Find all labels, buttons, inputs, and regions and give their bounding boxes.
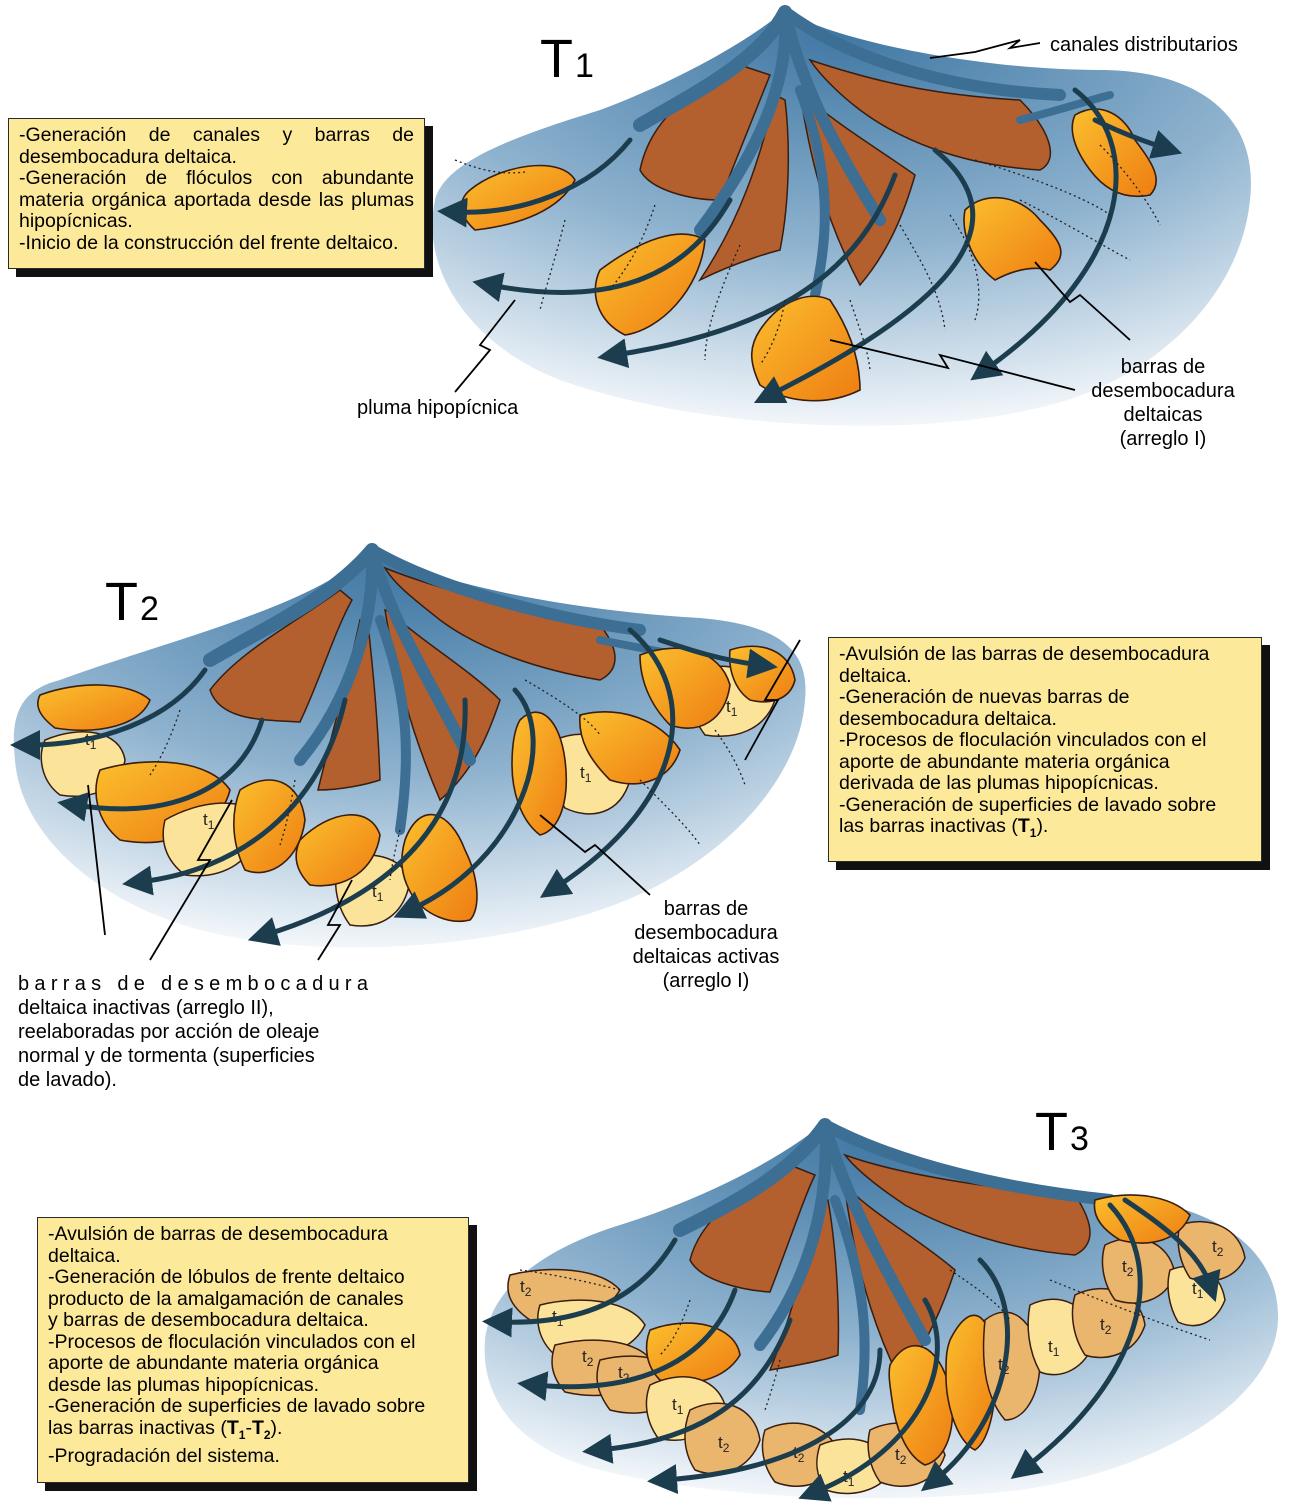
svg-text:de lavado).: de lavado). (18, 1069, 117, 1091)
svg-text:deltaica inactivas (arreglo II: deltaica inactivas (arreglo II), (18, 997, 274, 1019)
panel-t1: T1 canales distributarios pluma hipopícn… (357, 10, 1251, 450)
svg-text:(arreglo I): (arreglo I) (1120, 428, 1207, 450)
label-active-bars-t2: barras de desembocadura deltaicas activa… (633, 898, 780, 992)
svg-text:barras de: barras de (664, 898, 749, 920)
panel-t3: t2 t1 t2 t2 t1 t2 t2 t1 t2 t2 t1 t2 t2 t… (485, 1102, 1278, 1498)
svg-text:reelaboradas por acción de ole: reelaboradas por acción de oleaje (18, 1021, 319, 1043)
leader-line (930, 40, 1040, 58)
svg-text:desembocadura: desembocadura (634, 922, 778, 944)
svg-text:barras de: barras de (1121, 356, 1206, 378)
panel-t2: t1 t1 t1 t1 t1 T2 (14, 548, 806, 1091)
note-t3: -Avulsión de barras de desembocadura del… (37, 1217, 469, 1483)
svg-text:normal y de tormenta (superfic: normal y de tormenta (superficies (18, 1045, 315, 1067)
label-pluma-hipopicnica: pluma hipopícnica (357, 397, 519, 419)
svg-text:barras de desembocadura: barras de desembocadura (18, 973, 369, 995)
panel-title-t3: T3 (1035, 1102, 1089, 1162)
note-t2: -Avulsión de las barras de desembocadura… (828, 637, 1262, 862)
svg-text:(arreglo I): (arreglo I) (663, 970, 750, 992)
svg-text:desembocadura: desembocadura (1091, 380, 1235, 402)
svg-text:deltaicas: deltaicas (1124, 404, 1203, 426)
svg-text:deltaicas activas: deltaicas activas (633, 946, 780, 968)
panel-title-t2: T2 (105, 572, 159, 632)
note-t1: -Generación de canales y barras de desem… (8, 118, 425, 269)
label-inactive-bars-t2: barras de desembocadura deltaica inactiv… (18, 973, 369, 1091)
panel-title-t1: T1 (540, 29, 594, 89)
label-canales-distributarios: canales distributarios (1050, 34, 1238, 56)
